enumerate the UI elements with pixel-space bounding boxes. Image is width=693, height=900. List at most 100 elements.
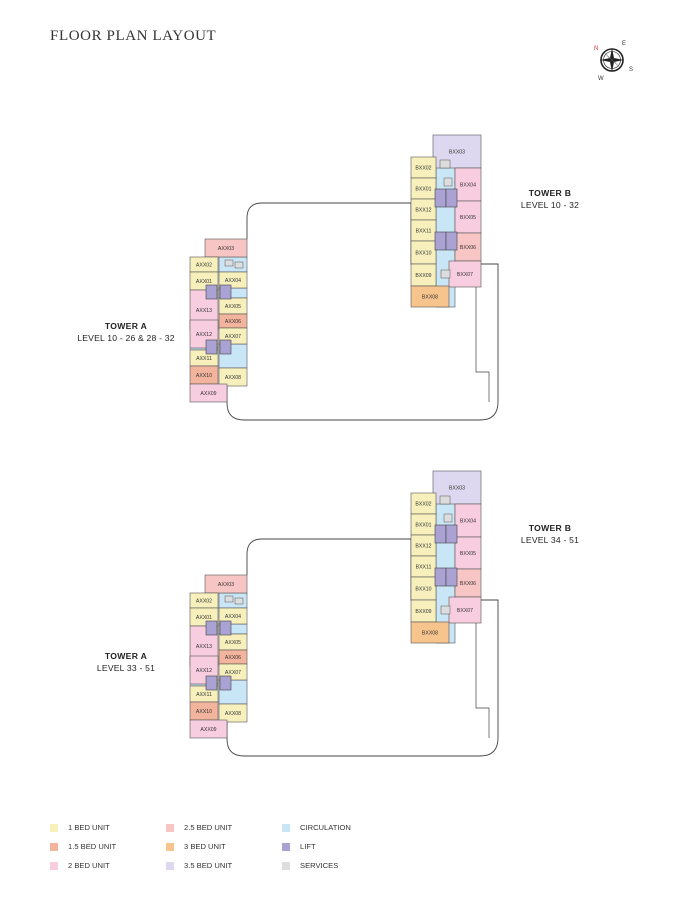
lift-icon	[219, 620, 232, 636]
lift-icon	[219, 339, 232, 355]
unit-bxx07	[448, 260, 482, 288]
legend-swatch	[166, 862, 174, 870]
unit-label: BXX11	[416, 229, 432, 235]
unit-label: BXX04	[460, 183, 476, 189]
unit-label: BXX10	[415, 587, 431, 593]
unit-label: BXX08	[422, 295, 438, 301]
unit-axx08	[218, 367, 248, 387]
unit-bxx06	[454, 568, 482, 598]
unit-label: BXX02	[415, 166, 431, 172]
legend-label: CIRCULATION	[300, 823, 351, 832]
unit-label: AXX10	[196, 373, 212, 379]
unit-label: BXX07	[457, 608, 473, 614]
unit-label: BXX06	[460, 581, 476, 587]
services-area	[439, 495, 451, 505]
compass-w-label: W	[598, 76, 604, 82]
services-area	[224, 259, 234, 267]
unit-label: AXX06	[225, 655, 241, 661]
unit-label: BXX12	[415, 544, 431, 550]
lift-icon	[445, 231, 458, 251]
legend-swatch	[50, 843, 58, 851]
tower-level: LEVEL 10 - 26 & 28 - 32	[77, 333, 175, 343]
legend-swatch	[282, 843, 290, 851]
unit-label: AXX04	[225, 278, 241, 284]
services-area	[234, 261, 244, 269]
legend-swatch	[166, 824, 174, 832]
unit-bxx05	[454, 536, 482, 570]
unit-label: AXX07	[225, 334, 241, 340]
legend: 1 BED UNIT 1.5 BED UNIT 2 BED UNIT 2.5 B…	[50, 822, 470, 882]
tower-name: TOWER B	[528, 188, 572, 198]
services-area	[234, 597, 244, 605]
legend-swatch	[166, 843, 174, 851]
legend-label: 1.5 BED UNIT	[68, 842, 117, 851]
tower-level: LEVEL 10 - 32	[520, 200, 580, 210]
unit-label: AXX06	[225, 319, 241, 325]
unit-label: AXX09	[200, 727, 216, 733]
lift-icon	[434, 188, 447, 208]
unit-label: AXX11	[196, 692, 212, 698]
unit-label: BXX06	[460, 245, 476, 251]
podium-outline	[226, 538, 499, 757]
services-area	[443, 177, 453, 187]
tower-name: TOWER A	[104, 321, 148, 331]
tower-level: LEVEL 33 - 51	[96, 663, 156, 673]
unit-label: AXX03	[218, 246, 234, 252]
legend-label: 1 BED UNIT	[68, 823, 110, 832]
unit-bxx04	[454, 167, 482, 202]
unit-axx04	[218, 607, 248, 625]
tower-level: LEVEL 34 - 51	[520, 535, 580, 545]
services-area	[439, 159, 451, 169]
unit-axx03	[204, 574, 248, 594]
compass-e-label: E	[622, 41, 626, 47]
legend-swatch	[282, 862, 290, 870]
unit-label: AXX13	[196, 644, 212, 650]
unit-label: AXX12	[196, 668, 212, 674]
unit-label: BXX05	[460, 215, 476, 221]
unit-label: BXX11	[416, 565, 432, 571]
unit-axx12	[189, 319, 219, 349]
unit-label: BXX04	[460, 519, 476, 525]
wall-line	[475, 623, 490, 738]
unit-label: BXX03	[449, 150, 465, 156]
lift-icon	[434, 567, 447, 587]
unit-label: BXX01	[415, 523, 431, 529]
services-area	[440, 269, 451, 279]
compass-icon: N E S W	[588, 38, 638, 84]
unit-label: AXX05	[225, 304, 241, 310]
legend-label: SERVICES	[300, 861, 339, 870]
unit-label: AXX02	[196, 599, 212, 605]
unit-axx08	[218, 703, 248, 723]
lift-icon	[219, 675, 232, 691]
unit-label: AXX01	[196, 615, 212, 621]
unit-label: AXX11	[196, 356, 212, 362]
unit-label: BXX10	[415, 251, 431, 257]
legend-label: LIFT	[300, 842, 316, 851]
unit-label: BXX09	[415, 273, 431, 279]
unit-label: BXX08	[422, 631, 438, 637]
unit-bxx08	[410, 285, 450, 308]
unit-axx09	[189, 719, 228, 739]
compass-n-label: N	[594, 46, 598, 52]
unit-axx09	[189, 383, 228, 403]
podium-outline	[226, 202, 499, 421]
wall-line	[475, 287, 490, 402]
unit-label: AXX04	[225, 614, 241, 620]
unit-label: AXX10	[196, 709, 212, 715]
unit-label: AXX09	[200, 391, 216, 397]
services-area	[443, 513, 453, 523]
plan2-tower-a-label: TOWER A LEVEL 33 - 51	[56, 650, 196, 674]
services-area	[440, 605, 451, 615]
compass-s-label: S	[629, 67, 633, 73]
unit-label: BXX05	[460, 551, 476, 557]
unit-label: AXX05	[225, 640, 241, 646]
legend-swatch	[50, 862, 58, 870]
lift-icon	[205, 620, 218, 636]
lift-icon	[205, 675, 218, 691]
unit-bxx08	[410, 621, 450, 644]
unit-axx03	[204, 238, 248, 258]
